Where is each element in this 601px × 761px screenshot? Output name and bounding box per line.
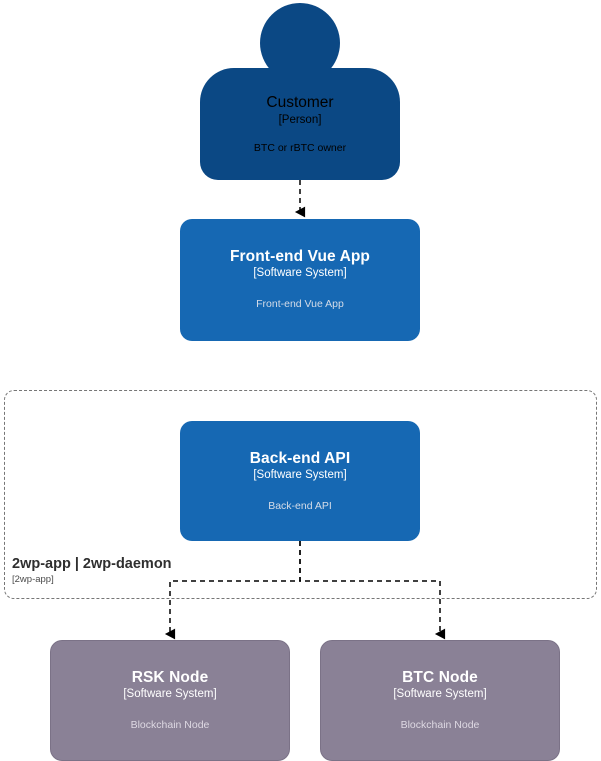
node-customer-text: Customer [Person] BTC or rBTC owner — [200, 68, 400, 180]
node-customer-title: Customer — [266, 94, 334, 111]
boundary-title: 2wp-app | 2wp-daemon — [12, 556, 172, 572]
boundary-2wp-app-labels: 2wp-app | 2wp-daemon [2wp-app] — [12, 556, 272, 587]
node-rsk-node[interactable]: RSK Node [Software System] Blockchain No… — [50, 640, 290, 761]
node-btc-node[interactable]: BTC Node [Software System] Blockchain No… — [320, 640, 560, 761]
node-rsk-description: Blockchain Node — [130, 719, 210, 732]
node-customer[interactable]: Customer [Person] BTC or rBTC owner — [200, 3, 400, 180]
person-body-shape — [200, 68, 400, 180]
node-rsk-type: [Software System] — [123, 688, 217, 701]
node-rsk-title: RSK Node — [131, 669, 209, 686]
node-backend-api[interactable]: Back-end API [Software System] Back-end … — [180, 421, 420, 541]
boundary-type: [2wp-app] — [12, 574, 54, 586]
node-backend-title: Back-end API — [249, 450, 351, 467]
node-btc-title: BTC Node — [402, 669, 478, 686]
node-backend-type: [Software System] — [253, 469, 347, 482]
node-btc-description: Blockchain Node — [400, 719, 480, 732]
node-frontend-description: Front-end Vue App — [256, 298, 344, 311]
node-frontend-title: Front-end Vue App — [229, 248, 371, 265]
node-backend-description: Back-end API — [268, 500, 332, 513]
node-frontend-type: [Software System] — [253, 267, 347, 280]
node-btc-type: [Software System] — [393, 688, 487, 701]
node-customer-type: [Person] — [278, 114, 322, 126]
node-customer-description: BTC or rBTC owner — [253, 142, 347, 154]
node-frontend-vue-app[interactable]: Front-end Vue App [Software System] Fron… — [180, 219, 420, 341]
